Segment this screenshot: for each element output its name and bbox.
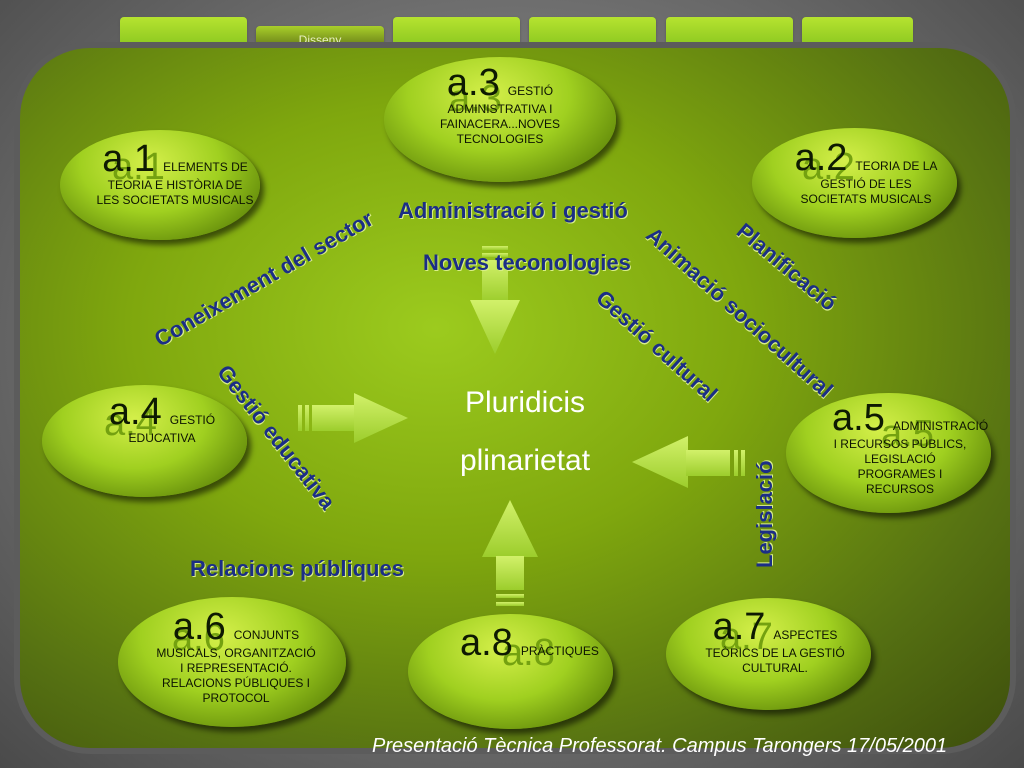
- label-administracio-gestio: Administració i gestió: [398, 198, 628, 223]
- arrow-right-icon: [298, 393, 408, 443]
- node-a4-number: a.4: [108, 391, 162, 433]
- node-a2-text: TEORIA DE LA GESTIÓ DE LES SOCIETATS MUS…: [800, 159, 938, 206]
- node-a6-ghost: a.6: [172, 617, 225, 659]
- node-a3-ellipse: [384, 57, 616, 182]
- node-a2-number: a.2: [794, 137, 848, 179]
- center-title: Pluridicis plinarietat: [420, 386, 630, 478]
- node-a3-ghost: a.3: [449, 78, 502, 120]
- node-a5-number: a.5: [832, 397, 885, 439]
- footer-caption: Presentació Tècnica Professorat. Campus …: [372, 735, 948, 757]
- label-noves-tecnologies: Noves teconologies: [423, 250, 631, 275]
- node-a1-ghost: a.1: [112, 146, 165, 188]
- node-a7-ghost: a.7: [720, 616, 773, 658]
- nav-tab-5[interactable]: [666, 17, 793, 50]
- arrow-down-icon: [470, 246, 520, 354]
- node-a5-text: ADMINISTRACIÓ I RECURSOS PÚBLICS, LEGISL…: [833, 419, 989, 496]
- nav-tab-4[interactable]: [529, 17, 656, 50]
- nav-tab-1[interactable]: [120, 17, 247, 50]
- node-a6-ellipse: [118, 597, 346, 727]
- node-a1-ellipse: [60, 130, 260, 240]
- node-a6-number: a.6: [172, 606, 226, 648]
- node-a1-text: ELEMENTS DE TEORIA E HISTÒRIA DE LES SOC…: [96, 160, 254, 207]
- node-a5-ghost: a.5: [881, 413, 934, 455]
- node-a8-text: PRÀCTIQUES: [520, 644, 599, 658]
- node-a3-number: a.3: [446, 62, 500, 104]
- nav-tab-3[interactable]: [393, 17, 520, 50]
- node-a2-ellipse: [752, 128, 957, 238]
- node-a8-ghost: a.8: [502, 632, 555, 674]
- node-a7-ellipse: [666, 598, 871, 710]
- node-a7-text: ASPECTES TEÒRICS DE LA GESTIÓ CULTURAL.: [705, 628, 845, 675]
- label-legislacio: Legislació: [752, 460, 777, 568]
- nav-tab-6[interactable]: [802, 17, 913, 50]
- node-a4-text: GESTIÓ EDUCATIVA: [128, 413, 216, 445]
- center-line-2: plinarietat: [459, 444, 591, 477]
- node-a2-ghost: a.2: [802, 146, 855, 188]
- arrow-up-icon: [482, 500, 538, 606]
- node-a1-number: a.1: [102, 138, 156, 180]
- node-a3-text: GESTIÓ ADMINISTRATIVA I FAINACERA...NOVE…: [439, 84, 561, 146]
- node-a6-text: CONJUNTS MUSICALS, ORGANITZACIÓ I REPRES…: [156, 628, 316, 705]
- center-line-1: Pluridicis: [464, 386, 586, 419]
- arrow-left-icon: [632, 436, 745, 488]
- label-relacions-publiques: Relacions públiques: [190, 556, 404, 581]
- node-a7-number: a.7: [712, 606, 766, 648]
- node-a4-ghost: a.4: [104, 402, 157, 444]
- node-a5-ellipse: [786, 393, 991, 513]
- node-a8-ellipse: [408, 614, 613, 729]
- node-a8-number: a.8: [460, 622, 513, 664]
- node-a4-ellipse: [42, 385, 247, 497]
